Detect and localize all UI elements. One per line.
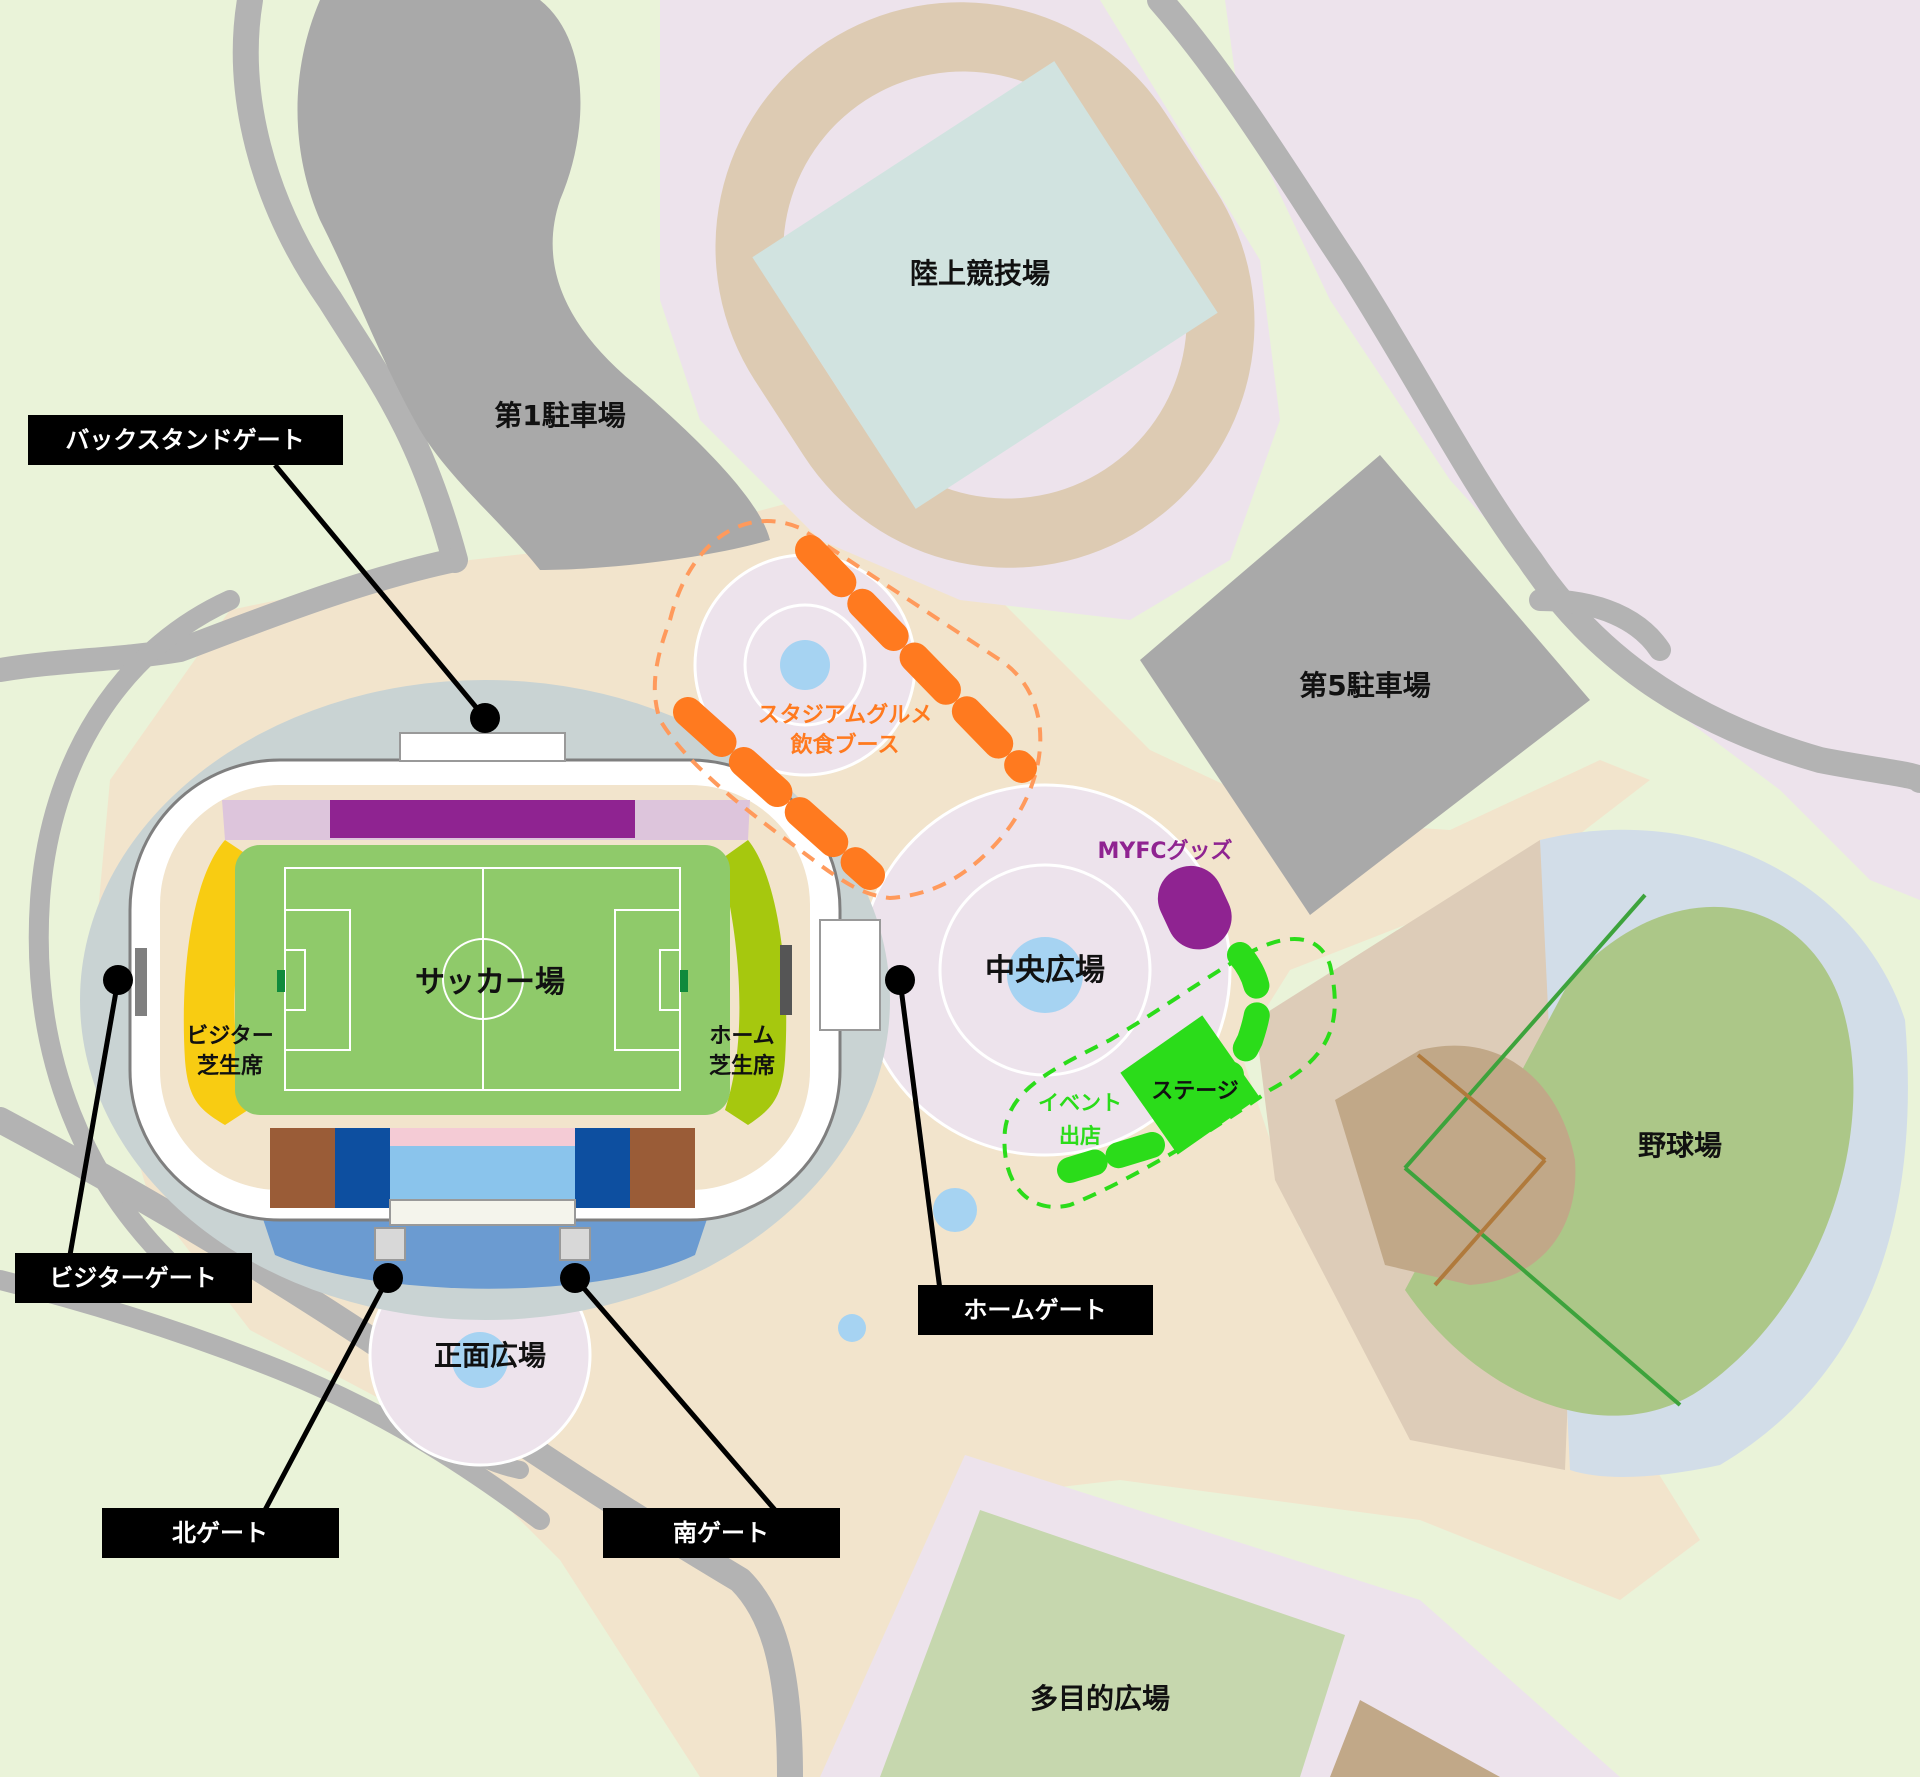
- north-gate-steps: [374, 1227, 406, 1261]
- visitor-gate-label-box: [15, 1253, 252, 1303]
- central-plaza-label: 中央広場: [985, 953, 1105, 988]
- back-stand-gate-text: バックスタンドゲート: [65, 426, 304, 454]
- visitor-gate-label[interactable]: ビジターゲート: [15, 1253, 252, 1303]
- back-stand-top: [399, 732, 566, 762]
- back-stand-gate-label-box: [28, 415, 343, 465]
- multipurpose-area: 多目的広場: [820, 1455, 1620, 1777]
- gate-callouts: [67, 463, 943, 1512]
- back-stand-gate-marker[interactable]: [470, 703, 500, 733]
- road-east-diagonal: [1147, 0, 1920, 793]
- fountain-central: [1007, 937, 1083, 1013]
- left-goal: [277, 970, 285, 992]
- gourmet-area: スタジアムグルメ 飲食ブース: [652, 519, 1043, 901]
- gourmet-zone-outline: [652, 519, 1043, 901]
- gourmet-label-line1: スタジアムグルメ: [758, 702, 932, 728]
- stage-platform: [1120, 1015, 1260, 1155]
- road-west-loop: [0, 548, 467, 682]
- gourmet-plaza-inner: [743, 603, 867, 727]
- main-stand-pink: [390, 1128, 575, 1146]
- right-goal: [680, 970, 688, 992]
- home-gate-label[interactable]: ホームゲート: [918, 1285, 1153, 1335]
- visitor-gate-leader: [67, 979, 121, 1256]
- front-plaza-label: 正面広場: [434, 1339, 546, 1372]
- main-stand-left-blue: [335, 1128, 390, 1208]
- road-upper-left: [232, 0, 468, 573]
- soccer-field-label: サッカー場: [415, 965, 565, 1000]
- parking-5-label: 第5駐車場: [1299, 669, 1430, 702]
- event-area: ステージ イベント 出店: [1002, 937, 1337, 1209]
- visitor-lawn-label-line1: ビジター: [186, 1024, 274, 1049]
- north-gate-marker[interactable]: [373, 1263, 403, 1293]
- home-gate-text: ホームゲート: [963, 1296, 1106, 1324]
- event-label-line2: 出店: [1059, 1124, 1101, 1148]
- visitor-gate-marker[interactable]: [103, 965, 133, 995]
- home-lawn-seats: [720, 840, 787, 1125]
- base-path-2: [1433, 1158, 1547, 1287]
- north-gate-label-box: [102, 1508, 339, 1558]
- visitor-side-marker: [135, 948, 147, 1016]
- visitor-lawn-label-line2: 芝生席: [197, 1053, 263, 1079]
- goods-shop: MYFCグッズ: [1098, 838, 1233, 950]
- center-circle: [442, 938, 524, 1020]
- parking-1: [297, 0, 770, 570]
- fountain-small-1: [933, 1188, 977, 1232]
- south-gate-marker[interactable]: [560, 1263, 590, 1293]
- south-gate-steps: [559, 1227, 591, 1261]
- north-gate-label[interactable]: 北ゲート: [102, 1508, 339, 1558]
- home-gate-marker[interactable]: [885, 965, 915, 995]
- home-gate-label-box: [918, 1285, 1153, 1335]
- north-gate-text: 北ゲート: [172, 1519, 268, 1547]
- adjacent-field: [1330, 1700, 1500, 1777]
- main-stand-left-brown: [270, 1128, 335, 1208]
- gourmet-booth-row-lower: [673, 697, 885, 890]
- home-lawn-label-line1: ホーム: [709, 1024, 774, 1049]
- residential-area: [1225, 0, 1920, 900]
- event-label-line1: イベント: [1038, 1091, 1122, 1115]
- main-stand-right-blue: [575, 1128, 630, 1208]
- baseball-field-label: 野球場: [1638, 1129, 1722, 1162]
- base-path-1: [1416, 1053, 1547, 1162]
- parking-1-label: 第1駐車場: [494, 399, 625, 432]
- north-gate-leader: [262, 1276, 391, 1512]
- south-gate-label[interactable]: 南ゲート: [603, 1508, 840, 1558]
- back-stand-gate-label[interactable]: バックスタンドゲート: [28, 415, 343, 465]
- foul-line-first: [1403, 893, 1647, 1170]
- home-gate-leader: [897, 979, 943, 1291]
- track-infield: [752, 61, 1218, 509]
- event-stall-row-left: [1057, 1132, 1165, 1183]
- main-stand-apron: [260, 1210, 710, 1289]
- south-gate-leader: [573, 1276, 777, 1512]
- soccer-stadium: サッカー場 ビジター 芝生席 ホーム 芝生席: [80, 680, 890, 1320]
- parking-5: [1140, 455, 1590, 915]
- south-gate-label-box: [603, 1508, 840, 1558]
- track-field-area: 陸上競技場: [660, 0, 1280, 620]
- goods-label: MYFCグッズ: [1098, 838, 1233, 864]
- event-zone-outline: [1002, 937, 1337, 1209]
- baseball-outfield: [1405, 906, 1854, 1416]
- main-stand-right-brown: [630, 1128, 695, 1208]
- home-gate-structure: [819, 919, 881, 1031]
- gourmet-label-line2: 飲食ブース: [790, 732, 900, 758]
- back-stand-center: [330, 800, 635, 838]
- back-stand-gate-leader: [273, 463, 487, 720]
- multipurpose-plaza-label: 多目的広場: [1030, 1682, 1170, 1715]
- gourmet-booth-row-upper: [795, 535, 1037, 783]
- stage-label: ステージ: [1151, 1079, 1239, 1104]
- fountain-small-2: [838, 1314, 866, 1342]
- track-field-label: 陸上競技場: [910, 257, 1050, 290]
- south-gate-text: 南ゲート: [673, 1519, 769, 1547]
- fountain-upper: [780, 640, 830, 690]
- visitor-gate-text: ビジターゲート: [49, 1264, 217, 1292]
- fountain-front: [452, 1332, 508, 1388]
- gate-markers: [103, 703, 915, 1293]
- road-east-branch: [1529, 589, 1671, 661]
- baseball-infield: [1335, 1045, 1576, 1285]
- multipurpose-field: [880, 1510, 1345, 1777]
- foul-line-third: [1403, 1166, 1682, 1407]
- goods-booth: [1157, 865, 1232, 950]
- home-lawn-label-line2: 芝生席: [709, 1053, 775, 1079]
- home-side-marker: [780, 945, 792, 1015]
- main-stand-entrance: [389, 1199, 576, 1226]
